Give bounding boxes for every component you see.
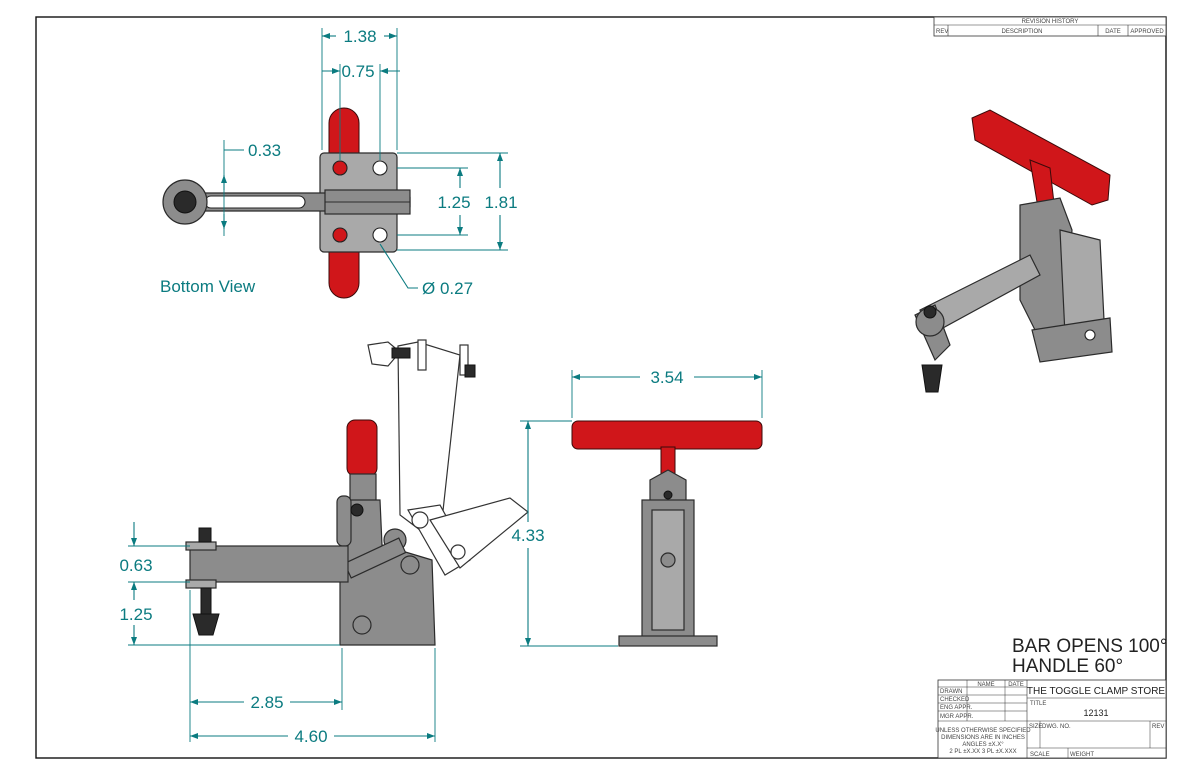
revision-col-rev: REV [936,29,948,35]
tb-scale-label: SCALE [1030,752,1050,758]
dim-0-75: 0.75 [341,62,374,81]
tb-tolerance-3: ANGLES ±X.X° [962,742,1004,748]
dim-4-33: 4.33 [511,526,544,545]
tb-row-checked: CHECKED [940,697,970,703]
note-bar-opens: BAR OPENS 100° [1012,636,1167,657]
dim-0-63: 0.63 [119,556,152,575]
tb-tolerance-1: UNLESS OTHERWISE SPECIFIED [935,728,1031,734]
tb-tolerance-2: DIMENSIONS ARE IN INCHES [941,735,1025,741]
bottom-view-dimensions: 1.38 0.75 0.33 1.25 1.81 Ø 0.27 [221,27,518,298]
dim-0-33: 0.33 [248,141,281,160]
bottom-view-label: Bottom View [160,277,256,296]
dim-3-54: 3.54 [650,368,683,387]
tb-dwg-no-label: DWG. NO. [1042,724,1071,730]
sheet-border [35,16,1167,759]
front-view-dimensions: 3.54 4.33 [511,368,763,647]
revision-title: REVISION HISTORY [1022,19,1079,25]
dim-4-60: 4.60 [294,727,327,746]
side-view-dimensions: 0.63 1.25 2.85 4.60 [119,522,436,746]
isometric-view [914,109,1113,393]
front-view [571,420,763,647]
revision-col-approved: APPROVED [1130,29,1164,35]
title-block: NAME DATE DRAWN CHECKED ENG APPR. MGR AP… [935,679,1167,759]
dim-1-81: 1.81 [484,193,517,212]
tb-row-mgr-appr: MGR APPR. [940,714,974,720]
side-view [185,339,529,646]
tb-weight-label: WEIGHT [1070,752,1094,758]
ghost-open-position [367,339,529,576]
revision-col-description: DESCRIPTION [1001,29,1042,35]
dim-1-25-side: 1.25 [119,605,152,624]
note-handle: HANDLE 60° [1012,656,1123,677]
revision-col-date: DATE [1105,29,1121,35]
tb-col-date: DATE [1008,682,1024,688]
dim-2-85: 2.85 [250,693,283,712]
tb-tolerance-4: 2 PL ±X.XX 3 PL ±X.XXX [949,749,1016,755]
tb-title-label: TITLE [1030,701,1046,707]
dim-1-38: 1.38 [343,27,376,46]
tb-col-name: NAME [977,682,994,688]
tb-row-eng-appr: ENG APPR. [940,705,973,711]
dim-dia-0-27: Ø 0.27 [422,279,473,298]
revision-block: REVISION HISTORY REV DESCRIPTION DATE AP… [933,16,1167,37]
bottom-view: Bottom View [160,107,411,299]
tb-rev-label: REV [1152,724,1164,730]
tb-row-drawn: DRAWN [940,689,962,695]
tb-size-label: SIZE [1029,724,1042,730]
dim-1-25-top: 1.25 [437,193,470,212]
tb-company: THE TOGGLE CLAMP STORE [1027,686,1166,697]
tb-part-number: 12131 [1083,708,1108,718]
